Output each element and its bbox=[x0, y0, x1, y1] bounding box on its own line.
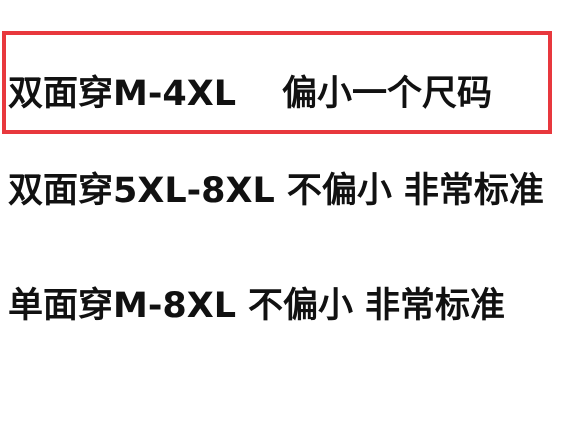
size-range-label: 双面穿5XL-8XL bbox=[8, 171, 275, 211]
fit-note: 不偏小 bbox=[248, 286, 354, 326]
size-range-label: 双面穿M-4XL bbox=[8, 74, 236, 114]
size-line-double-5xl-8xl: 双面穿5XL-8XL 不偏小非常标准 bbox=[8, 174, 544, 209]
fit-standard-note: 非常标准 bbox=[403, 171, 544, 211]
size-line-single-m-8xl: 单面穿M-8XL 不偏小非常标准 bbox=[8, 289, 505, 324]
fit-note: 偏小一个尺码 bbox=[282, 74, 493, 114]
fit-note: 不偏小 bbox=[286, 171, 392, 211]
highlight-box bbox=[2, 31, 552, 134]
size-line-double-m-4xl: 双面穿M-4XL 偏小一个尺码 bbox=[8, 77, 492, 112]
fit-standard-note: 非常标准 bbox=[365, 286, 506, 326]
size-range-label: 单面穿M-8XL bbox=[8, 286, 236, 326]
